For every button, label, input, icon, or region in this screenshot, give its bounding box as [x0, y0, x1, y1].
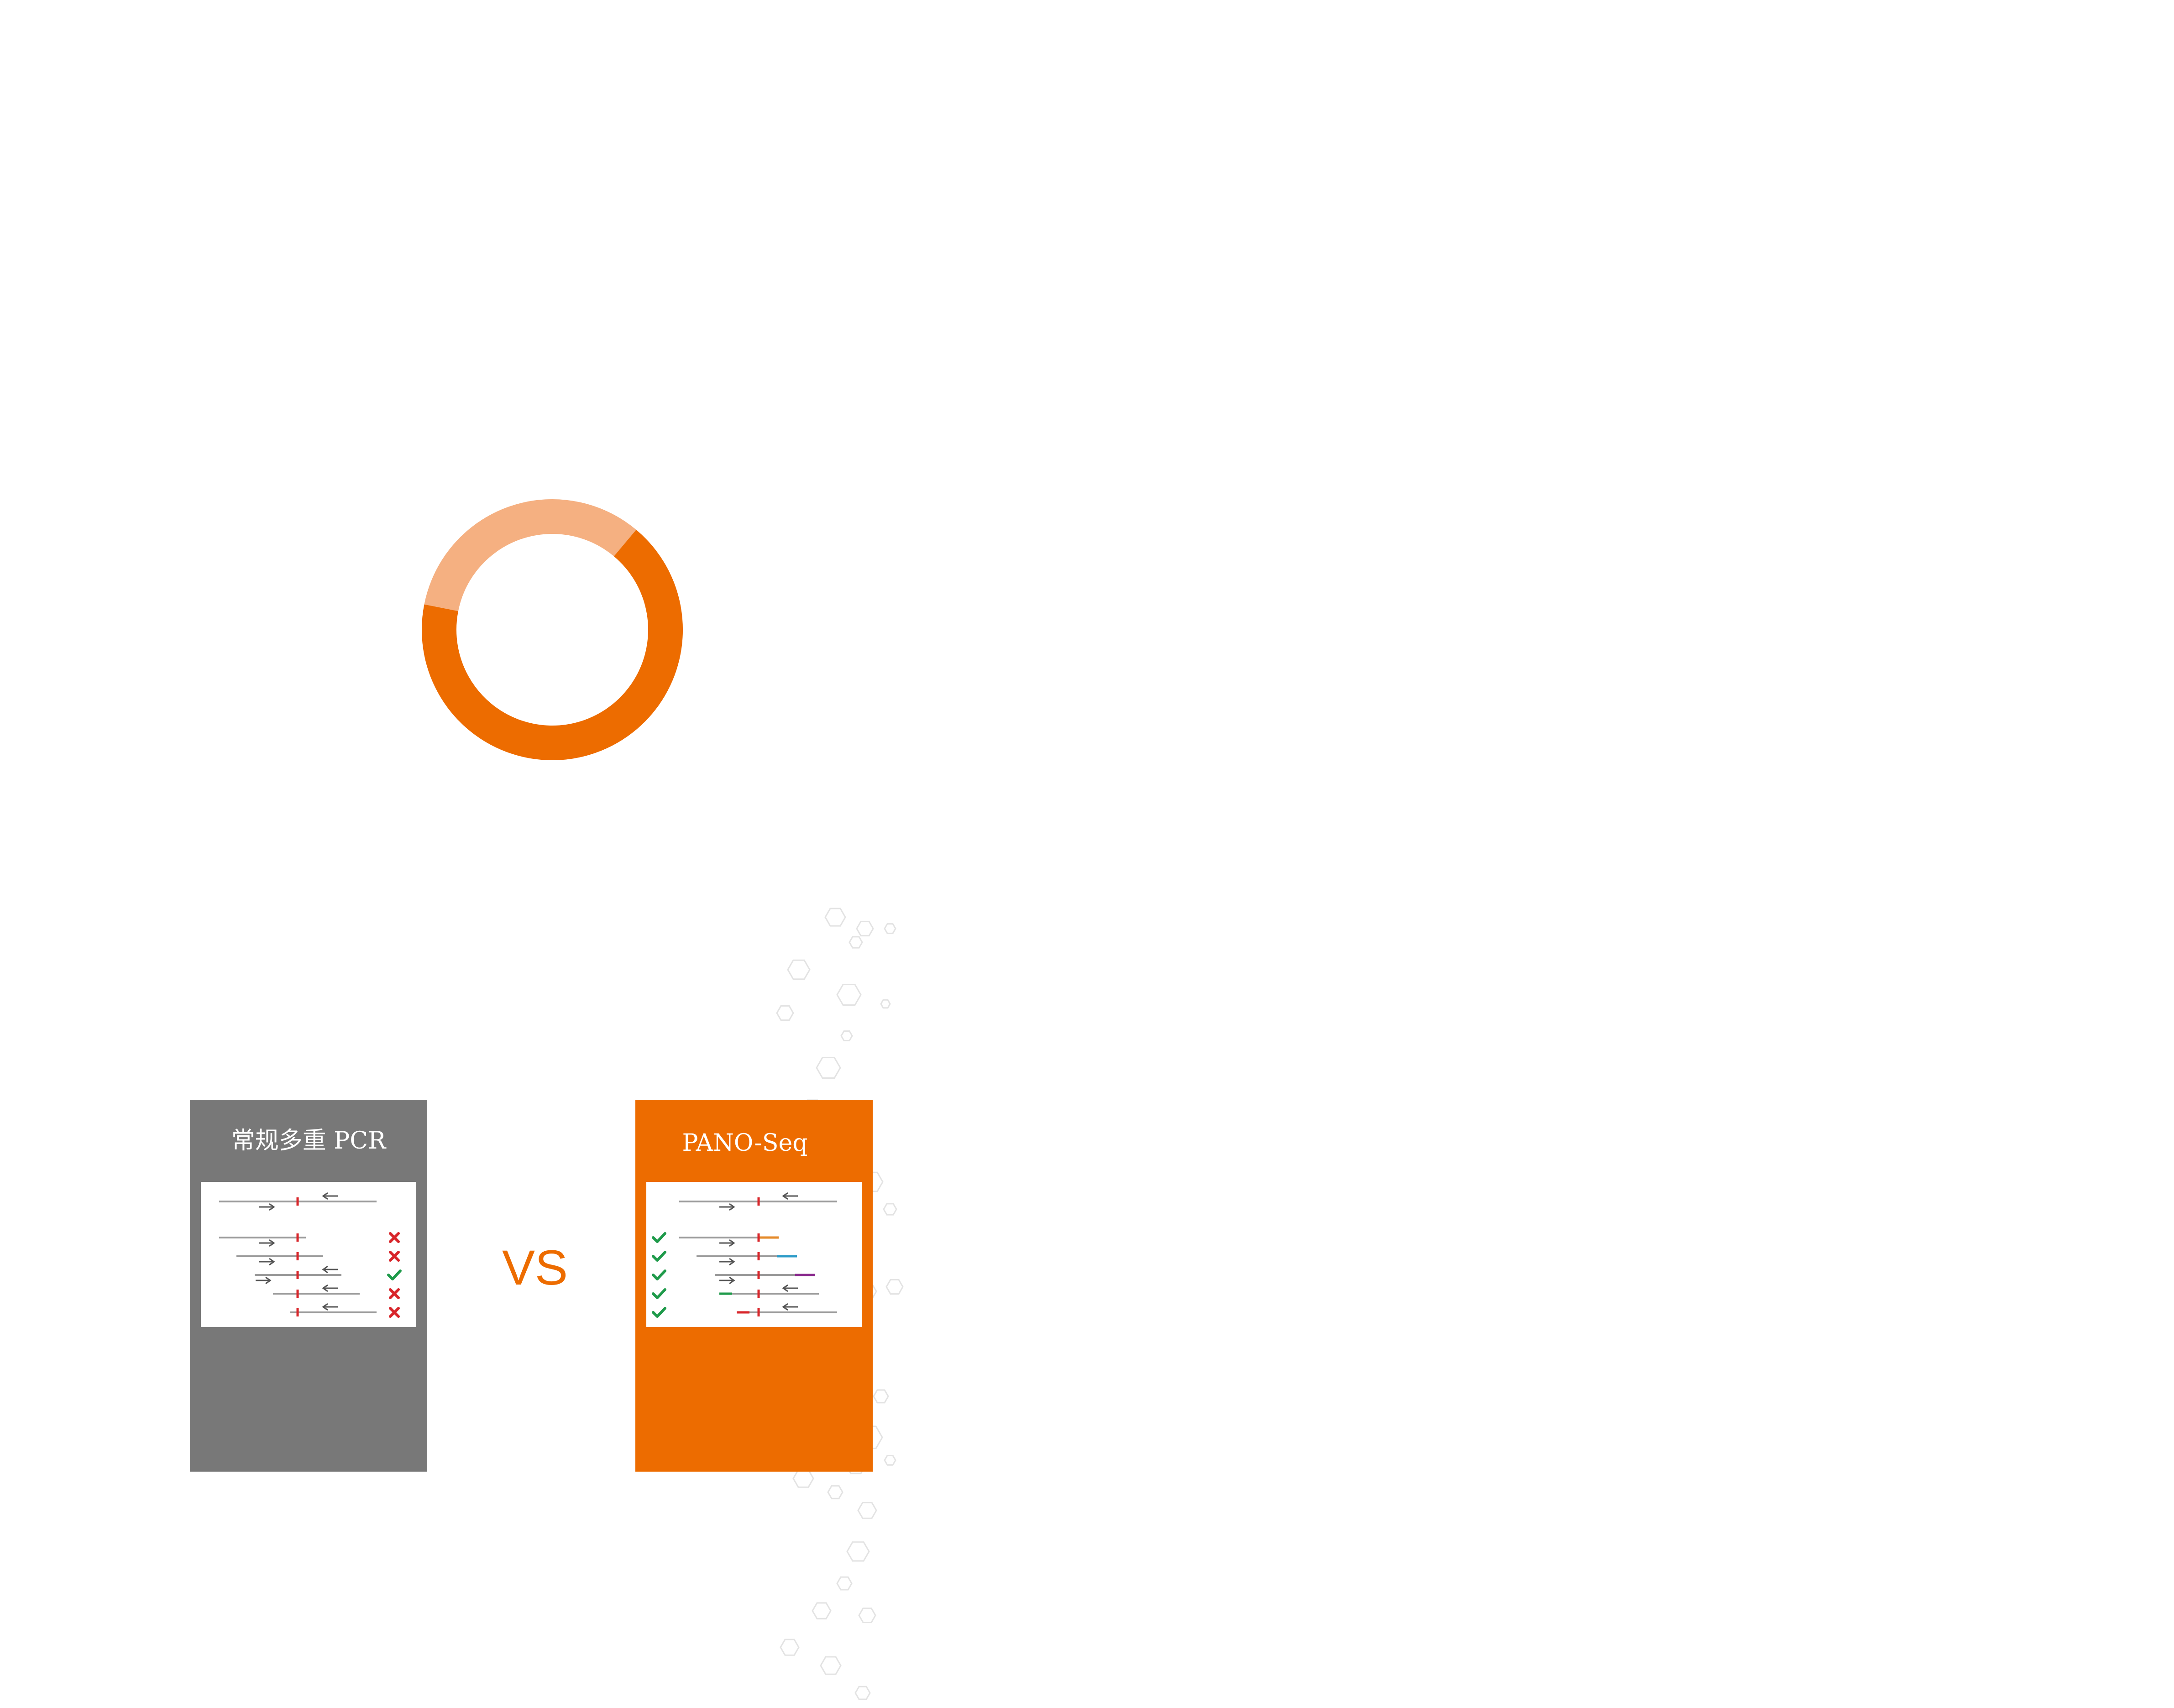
donut-ring-chart: [422, 499, 683, 760]
amplicon-row: [652, 1232, 779, 1247]
conventional-pcr-amplicon-diagram: [219, 1192, 402, 1318]
amplicon-row: [652, 1251, 797, 1266]
pano-seq-card: PANO-Seq: [635, 1100, 873, 1472]
hexagon-shape: [884, 1455, 896, 1466]
reverse-primer-arrow-icon: [782, 1303, 798, 1311]
reverse-primer-arrow-icon: [322, 1192, 338, 1200]
forward-primer-arrow-icon: [719, 1258, 735, 1266]
hexagon-shape: [824, 908, 846, 927]
amplicon-row: [236, 1251, 400, 1266]
conventional-pcr-panel: [201, 1182, 416, 1327]
donut-segment-light: [424, 499, 636, 611]
hexagon-shape: [857, 1502, 877, 1519]
hexagon-shape: [836, 984, 862, 1006]
hexagon-shape: [854, 1686, 871, 1700]
amplicon-row: [679, 1192, 837, 1211]
hexagon-shape: [856, 920, 874, 937]
amplicon-row: [652, 1284, 819, 1299]
vs-label: VS: [502, 1240, 568, 1295]
check-icon: [652, 1307, 666, 1318]
pano-seq-panel: [646, 1182, 862, 1327]
hexagon-shape: [883, 1203, 897, 1216]
check-icon: [652, 1288, 666, 1299]
forward-primer-arrow-icon: [719, 1203, 735, 1211]
hexagon-shape: [846, 1541, 870, 1562]
forward-primer-arrow-icon: [259, 1258, 275, 1266]
amplicon-row: [273, 1284, 400, 1299]
hexagon-shape: [885, 1279, 904, 1295]
check-icon: [652, 1269, 666, 1280]
hexagon-shape: [780, 1639, 800, 1656]
amplicon-row: [255, 1265, 402, 1285]
check-icon: [652, 1232, 666, 1243]
hexagon-shape: [827, 1485, 843, 1499]
cross-icon: [389, 1288, 400, 1299]
reverse-primer-arrow-icon: [782, 1284, 798, 1292]
conventional-pcr-title: 常规多重 PCR: [231, 1127, 386, 1154]
cross-icon: [389, 1307, 400, 1318]
check-icon: [387, 1269, 402, 1280]
forward-primer-arrow-icon: [719, 1276, 735, 1285]
amplicon-row: [652, 1269, 815, 1285]
reverse-primer-arrow-icon: [322, 1303, 338, 1311]
amplicon-row: [219, 1192, 377, 1211]
forward-primer-arrow-icon: [256, 1276, 272, 1285]
hexagon-shape: [849, 936, 863, 949]
pano-seq-amplicon-diagram: [652, 1192, 837, 1318]
hexagon-shape: [884, 923, 896, 934]
pano-seq-title: PANO-Seq: [682, 1129, 808, 1157]
hexagon-shape: [787, 959, 811, 980]
forward-primer-arrow-icon: [259, 1203, 275, 1211]
conventional-pcr-card: 常规多重 PCR: [190, 1100, 427, 1472]
amplicon-row: [219, 1232, 400, 1247]
cross-icon: [389, 1232, 400, 1243]
forward-primer-arrow-icon: [719, 1239, 735, 1247]
hexagon-shape: [812, 1602, 832, 1619]
reverse-primer-arrow-icon: [782, 1192, 798, 1200]
check-icon: [652, 1251, 666, 1262]
hexagon-shape: [858, 1607, 876, 1624]
hexagon-shape: [840, 1030, 853, 1041]
reverse-primer-arrow-icon: [322, 1284, 338, 1292]
forward-primer-arrow-icon: [259, 1239, 275, 1247]
amplicon-row: [652, 1303, 837, 1318]
hexagon-shape: [873, 1389, 889, 1404]
cross-icon: [389, 1251, 400, 1262]
reverse-primer-arrow-icon: [322, 1265, 338, 1274]
hexagon-shape: [880, 999, 891, 1009]
hexagon-shape: [792, 1469, 814, 1488]
donut-segment-dark: [422, 529, 683, 760]
hexagon-shape: [836, 1576, 853, 1591]
amplicon-row: [290, 1303, 400, 1318]
hexagon-shape: [816, 1057, 841, 1079]
hexagon-shape: [776, 1005, 794, 1021]
hexagon-shape: [820, 1656, 842, 1675]
